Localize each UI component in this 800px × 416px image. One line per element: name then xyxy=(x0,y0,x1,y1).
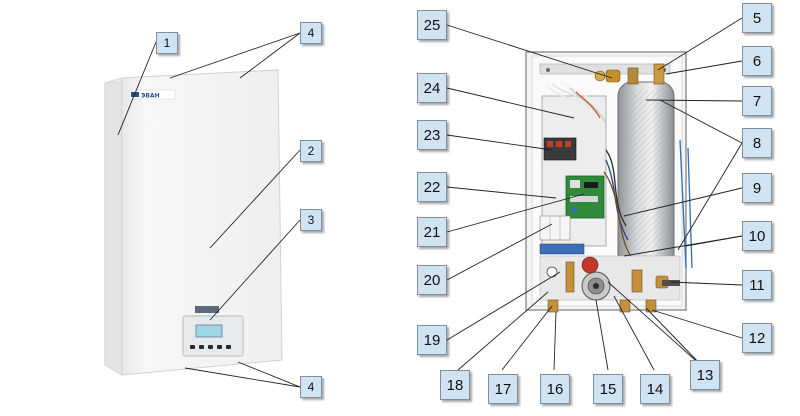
callout-9: 9 xyxy=(742,173,772,203)
pressure-sensor xyxy=(594,70,606,82)
callout-6: 6 xyxy=(742,46,772,76)
callout-14: 14 xyxy=(640,374,670,404)
callout-11: 11 xyxy=(742,270,772,300)
callout-13: 13 xyxy=(690,360,720,390)
callout-18: 18 xyxy=(440,370,470,400)
safety-valve xyxy=(581,256,599,274)
callout-19: 19 xyxy=(417,325,447,355)
callout-2: 2 xyxy=(300,140,322,162)
callout-17: 17 xyxy=(488,374,518,404)
model-label xyxy=(195,306,219,313)
right-leader-lines xyxy=(446,17,743,371)
callout-5: 5 xyxy=(742,3,772,33)
boiler-side-panel xyxy=(104,77,123,376)
top-bracket xyxy=(539,63,671,75)
heating-wires xyxy=(603,139,693,269)
callout-1: 1 xyxy=(156,32,178,54)
boiler-exterior: ЭВАН xyxy=(104,69,283,376)
terminal-block xyxy=(539,243,585,255)
left-leader-lines xyxy=(117,32,301,388)
pressure-gauge xyxy=(546,266,558,278)
callout-24: 24 xyxy=(417,73,447,103)
callout-16: 16 xyxy=(540,374,570,404)
callout-23: 23 xyxy=(417,120,447,150)
callout-4-bottom: 4 xyxy=(300,376,322,398)
callout-21: 21 xyxy=(417,217,447,247)
callout-22: 22 xyxy=(417,172,447,202)
brand-logo-text: ЭВАН xyxy=(141,93,160,100)
air-vent xyxy=(605,69,621,83)
callout-10: 10 xyxy=(742,221,772,251)
callout-12: 12 xyxy=(742,323,772,353)
callout-7: 7 xyxy=(742,86,772,116)
callout-25: 25 xyxy=(417,10,447,40)
boiler-interior xyxy=(525,51,693,313)
callout-4-top: 4 xyxy=(300,22,322,44)
callout-20: 20 xyxy=(417,265,447,295)
boiler-front-panel xyxy=(121,69,283,376)
callout-8: 8 xyxy=(742,128,772,158)
brand-logo xyxy=(128,89,176,100)
callout-3: 3 xyxy=(300,209,322,231)
lcd-display xyxy=(195,324,223,338)
drain-valve xyxy=(662,280,680,286)
callout-15: 15 xyxy=(593,374,623,404)
control-buttons xyxy=(190,345,231,349)
tank-top-fitting xyxy=(627,67,639,85)
